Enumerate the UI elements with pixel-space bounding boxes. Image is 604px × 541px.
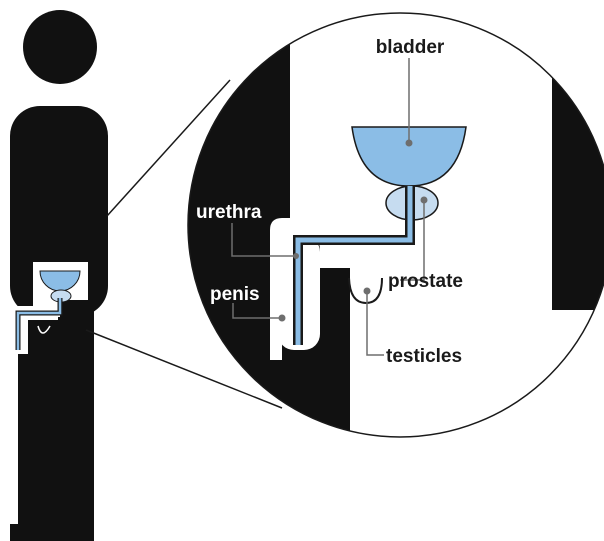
foot [10,524,60,541]
head [23,10,97,84]
dot-penis [279,315,286,322]
dot-urethra [293,253,299,259]
label-urethra: urethra [196,202,262,223]
label-prostate: prostate [388,271,463,292]
label-testicles: testicles [386,346,462,367]
dot-bladder [406,140,413,147]
dot-testicles [364,288,371,295]
label-penis: penis [210,284,260,305]
dot-prostate [421,197,428,204]
label-bladder: bladder [376,37,445,58]
